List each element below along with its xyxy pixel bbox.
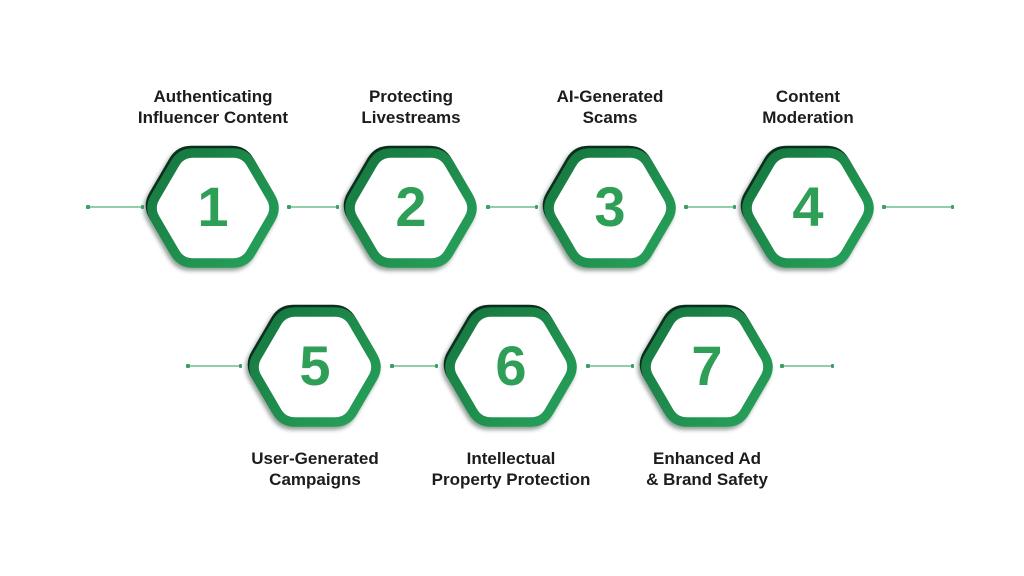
connector-step3-step4 [684,205,736,209]
step-1-hexagon: 1 [143,143,283,273]
step-1-label: Authenticating Influencer Content [137,87,289,127]
connector-start-dot [287,205,291,209]
step-2-hexagon: 2 [341,143,481,273]
step-7-number: 7 [691,334,723,397]
connector-line [589,365,631,367]
connector-line [189,365,239,367]
connector-step5-step6 [390,364,438,368]
step-3-hexagon: 3 [540,143,680,273]
connector-end-dot [534,205,538,209]
connector-end-dot [140,205,144,209]
step-7-label: Enhanced Ad & Brand Safety [646,449,768,489]
connector-line [687,206,733,208]
step-5-number: 5 [299,334,331,397]
step-4-hexagon: 4 [738,143,878,273]
connector-start-dot [882,205,886,209]
step-4-number: 4 [792,175,824,238]
connector-start-dot [186,364,190,368]
connector-start-dot [390,364,394,368]
connector-line [783,365,831,367]
connector-start-dot [486,205,490,209]
connector-line [885,206,951,208]
connector-start-dot [586,364,590,368]
connector-start-dot [780,364,784,368]
connector-step1-step2 [287,205,339,209]
connector-end-dot [238,364,242,368]
connector-end-dot [335,205,339,209]
connector-line [290,206,336,208]
step-6-number: 6 [495,334,527,397]
connector-row1-start [86,205,144,209]
connector-step2-step3 [486,205,538,209]
step-7-hexagon: 7 [637,302,777,432]
step-1-number: 1 [197,175,229,238]
connector-start-dot [86,205,90,209]
connector-step6-step7 [586,364,634,368]
step-2-label: Protecting Livestreams [361,87,461,127]
step-5-label: User-Generated Campaigns [251,449,379,489]
connector-line [89,206,141,208]
step-5-hexagon: 5 [245,302,385,432]
step-4-label: Content Moderation [762,87,854,127]
step-6-hexagon: 6 [441,302,581,432]
connector-end-dot [630,364,634,368]
connector-line [393,365,435,367]
step-6-label: Intellectual Property Protection [431,449,591,489]
connector-end-dot [950,205,954,209]
step-2-number: 2 [395,175,427,238]
step-3-label: AI-Generated Scams [556,87,664,127]
connector-end-dot [434,364,438,368]
connector-line [489,206,535,208]
connector-end-dot [830,364,834,368]
connector-end-dot [732,205,736,209]
step-3-number: 3 [594,175,626,238]
connector-start-dot [684,205,688,209]
connector-row2-start [186,364,242,368]
connector-row2-end [780,364,834,368]
connector-row1-end [882,205,954,209]
